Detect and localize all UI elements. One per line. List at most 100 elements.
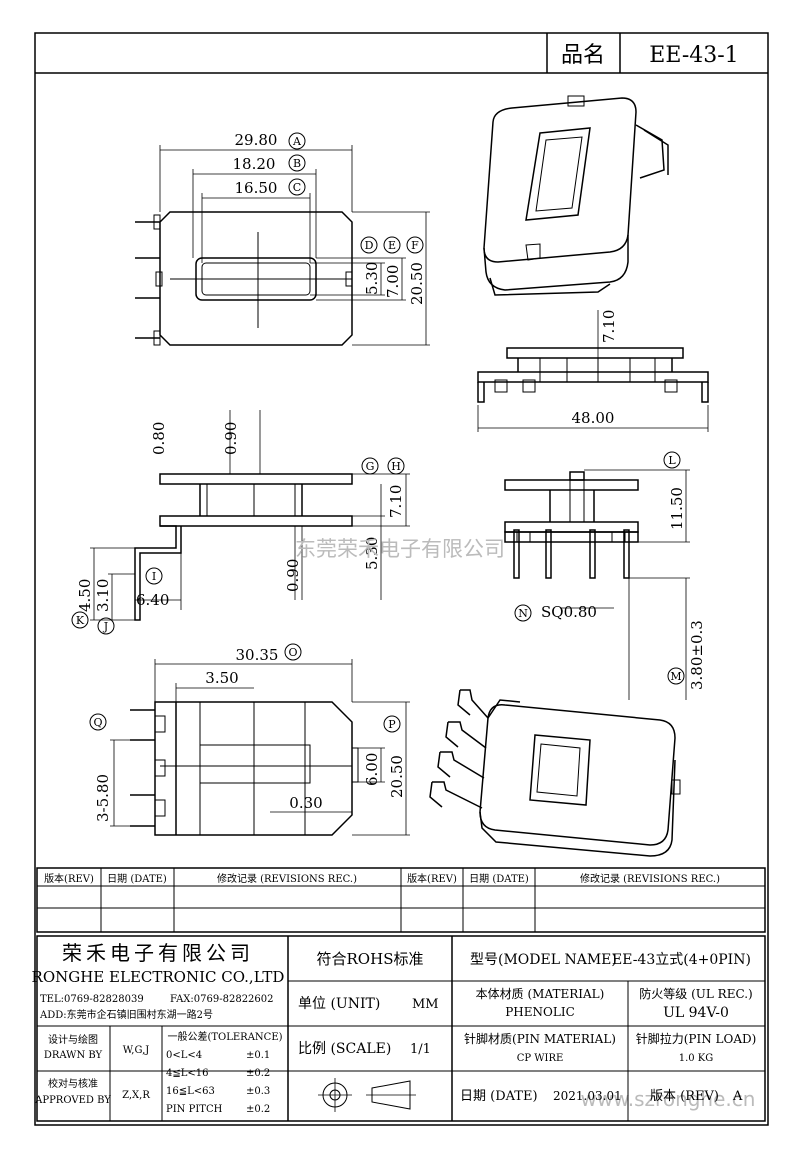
bottom-view [110,659,410,836]
dim-3-10: 3.10 [94,579,112,612]
approved-by-en: APPROVED BY [34,1095,111,1106]
dim-16-50: 16.50 [235,179,278,197]
dim-18-20: 18.20 [233,155,276,173]
part-name-value: EE-43-1 [649,43,738,68]
isometric-view-top [483,95,669,296]
model-label: 型号(MODEL NAME) [470,952,617,968]
rohs-label: 符合ROHS标准 [317,950,424,968]
dim-0-80: 0.80 [150,422,168,455]
unit-label: 单位 (UNIT) [298,996,380,1012]
part-name-label: 品名 [561,43,605,68]
top-view [135,145,430,346]
date-label: 日期 (DATE) [460,1089,538,1104]
dim-20-50-a: 20.50 [408,262,426,305]
dim-5-30-a: 5.30 [363,262,381,295]
company-address: ADD:东莞市企石镇旧围村东湖一路2号 [39,1008,213,1021]
rev-col-rec-2: 修改记录 (REVISIONS REC.) [580,872,720,885]
tolerance-1-range: 0<L<4 [166,1050,202,1061]
marker-c: C [293,181,301,194]
fire-rating-label: 防火等级 (UL REC.) [639,986,752,1001]
dim-3-5-80: 3-5.80 [94,774,112,822]
date-value: 2021.03.01 [553,1089,622,1103]
tolerance-2-value: ±0.2 [246,1068,270,1079]
rev-col-date-1: 日期 (DATE) [107,873,167,885]
dim-7-10-b: 7.10 [387,485,405,518]
front-view [90,410,410,621]
side-view-right [477,310,709,432]
rev-col-rec-1: 修改记录 (REVISIONS REC.) [217,872,357,885]
tolerance-title: 一般公差(TOLERANCE) [167,1030,282,1043]
dim-30-35: 30.35 [236,646,279,664]
model-value: EE-43立式(4+0PIN) [612,952,751,968]
pin-load-value: 1.0 KG [679,1053,714,1064]
company-fax: FAX:0769-82822602 [170,994,274,1005]
unit-value: MM [412,997,439,1012]
rev-col-rev-2: 版本(REV) [407,872,457,885]
tolerance-3-value: ±0.3 [246,1086,270,1097]
dim-0-90-a: 0.90 [222,422,240,455]
dim-7-10-a: 7.10 [600,310,618,343]
outer-border [34,32,769,1126]
material-label: 本体材质 (MATERIAL) [476,987,605,1001]
rev-col-date-2: 日期 (DATE) [469,873,529,885]
marker-f: F [411,239,419,252]
marker-k: K [76,614,85,627]
rev-label: 版本 (REV) [650,1089,719,1104]
tolerance-2-range: 4≦L<16 [166,1068,209,1079]
pin-load-label: 针脚拉力(PIN LOAD) [636,1031,757,1046]
dim-6-00: 6.00 [363,753,381,786]
marker-o: O [288,646,297,659]
dim-29-80: 29.80 [235,131,278,149]
marker-j: J [103,620,108,633]
drawn-by-cn: 设计与绘图 [48,1033,98,1046]
marker-d: D [365,239,374,252]
marker-e: E [388,239,396,252]
company-name-cn: 荣禾电子有限公司 [62,941,254,965]
dim-20-50-b: 20.50 [388,755,406,798]
revision-table [36,867,766,933]
pin-material-label: 针脚材质(PIN MATERIAL) [464,1031,616,1046]
marker-p: P [388,718,396,731]
marker-i: I [152,570,156,583]
marker-b: B [293,157,301,170]
watermark-center: 东莞荣禾电子有限公司 [295,537,505,561]
tolerance-4-range: PIN PITCH [166,1104,223,1115]
company-name-en: RONGHE ELECTRONIC CO.,LTD [32,968,285,986]
approved-by-cn: 校对与核准 [48,1077,98,1090]
title-block [36,935,766,1122]
dim-3-50: 3.50 [205,669,238,687]
drawn-by-value: W,G,J [123,1045,150,1056]
dim-sq0-80: SQ0.80 [541,603,597,621]
dim-4-50: 4.50 [76,579,94,612]
scale-label: 比例 (SCALE) [298,1041,391,1057]
tolerance-1-value: ±0.1 [246,1050,270,1061]
dim-48-00: 48.00 [572,409,615,427]
drawn-by-en: DRAWN BY [44,1050,103,1061]
dim-0-90-b: 0.90 [284,559,302,592]
fire-rating-value: UL 94V-0 [663,1005,729,1021]
marker-a: A [292,135,302,148]
company-tel: TEL:0769-82828039 [40,994,144,1005]
isometric-view-bottom [429,689,681,857]
marker-h: H [391,460,401,473]
rev-value: A [732,1089,743,1104]
dim-11-50: 11.50 [668,487,686,530]
marker-m: M [670,670,681,683]
marker-l: L [668,454,676,467]
dim-6-40: 6.40 [136,591,169,609]
pin-material-value: CP WIRE [517,1053,564,1064]
marker-q: Q [93,716,102,729]
material-value: PHENOLIC [505,1005,575,1019]
dim-3-80: 3.80±0.3 [688,620,706,690]
dim-7-00: 7.00 [384,265,402,298]
watermark-bottom: www.szronghe.cn [581,1087,756,1111]
marker-g: G [366,460,375,473]
tolerance-3-range: 16≦L<63 [166,1086,215,1097]
tolerance-4-value: ±0.2 [246,1104,270,1115]
marker-n: N [518,607,528,620]
approved-by-value: Z,X,R [122,1090,150,1101]
rev-col-rev-1: 版本(REV) [44,872,94,885]
side-view-pins [504,469,690,700]
